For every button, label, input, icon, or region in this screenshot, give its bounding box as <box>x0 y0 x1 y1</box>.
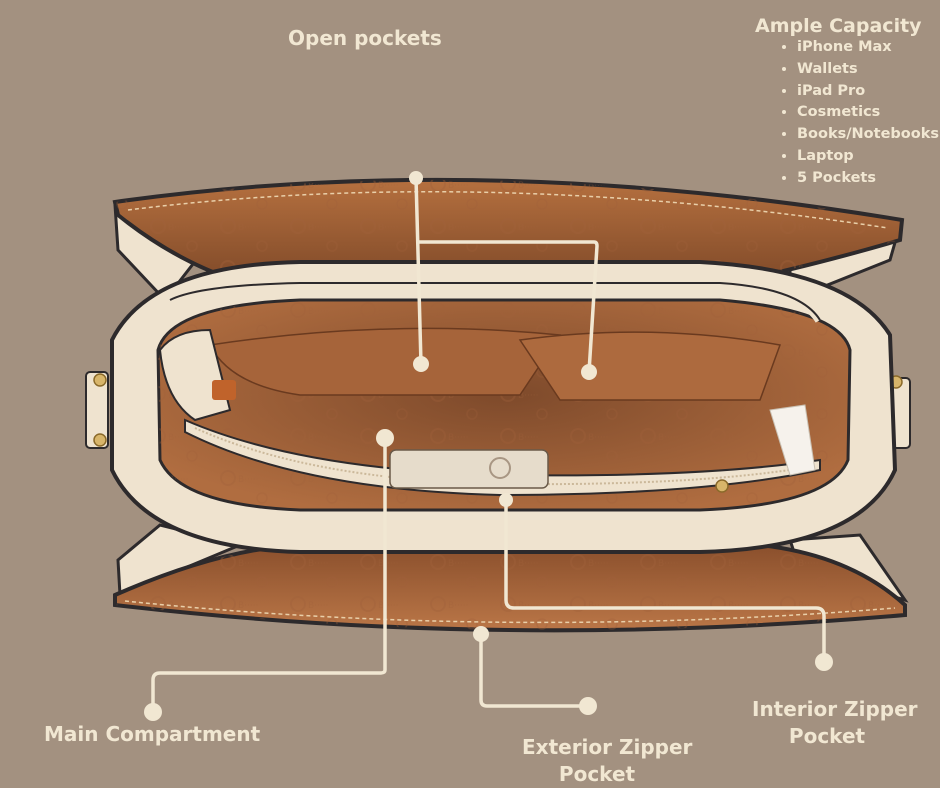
capacity-list: iPhone Max Wallets iPad Pro Cosmetics Bo… <box>780 37 939 190</box>
ample-capacity-title: Ample Capacity <box>755 15 922 37</box>
capacity-item: iPad Pro <box>797 81 939 103</box>
capacity-item: Cosmetics <box>797 102 939 124</box>
exterior-zipper-line-1: Exterior Zipper <box>522 735 693 759</box>
capacity-item: Books/Notebooks <box>797 124 939 146</box>
interior-zipper-line-2: Pocket <box>788 724 866 748</box>
left-ring-top <box>93 373 107 387</box>
left-strap-tab <box>85 371 109 449</box>
left-ring-bottom <box>93 433 107 447</box>
callout-dots <box>144 171 833 721</box>
capacity-item: Laptop <box>797 146 939 168</box>
gold-snap <box>715 479 729 493</box>
open-pocket-line-b <box>416 240 599 374</box>
capacity-item: Wallets <box>797 59 939 81</box>
callout-dot-icon <box>144 703 162 721</box>
open-pocket-line-a <box>414 176 423 366</box>
callout-dot-icon <box>409 171 423 185</box>
callout-dot-icon <box>376 429 394 447</box>
interior-zipper-line <box>504 498 826 662</box>
interior-zipper-line-1: Interior Zipper <box>752 697 918 721</box>
open-pocket-left <box>208 327 562 396</box>
callout-dot-icon <box>413 356 429 372</box>
callout-dot-icon <box>499 493 513 507</box>
main-compartment-line <box>151 436 387 712</box>
brand-logo-mark <box>489 457 511 479</box>
open-pocket-right <box>518 331 782 401</box>
capacity-item: 5 Pockets <box>797 168 939 190</box>
brand-tag <box>389 449 549 489</box>
callout-dot-icon <box>815 653 833 671</box>
callout-dot-icon <box>473 626 489 642</box>
capacity-item: iPhone Max <box>797 37 939 59</box>
callout-dot-icon <box>581 364 597 380</box>
exterior-zipper-line-2: Pocket <box>558 762 636 786</box>
zipper-pull-tab <box>212 380 236 400</box>
open-pockets-label: Open pockets <box>288 26 442 50</box>
exterior-zipper-line <box>479 633 590 708</box>
care-label <box>769 404 816 476</box>
main-compartment-label: Main Compartment <box>44 722 261 746</box>
interior-zipper-pocket-label: Interior Zipper Pocket <box>752 696 918 750</box>
callout-dot-icon <box>579 697 597 715</box>
callout-lines <box>151 176 826 712</box>
exterior-zipper-pocket-label: Exterior Zipper Pocket <box>522 734 693 788</box>
